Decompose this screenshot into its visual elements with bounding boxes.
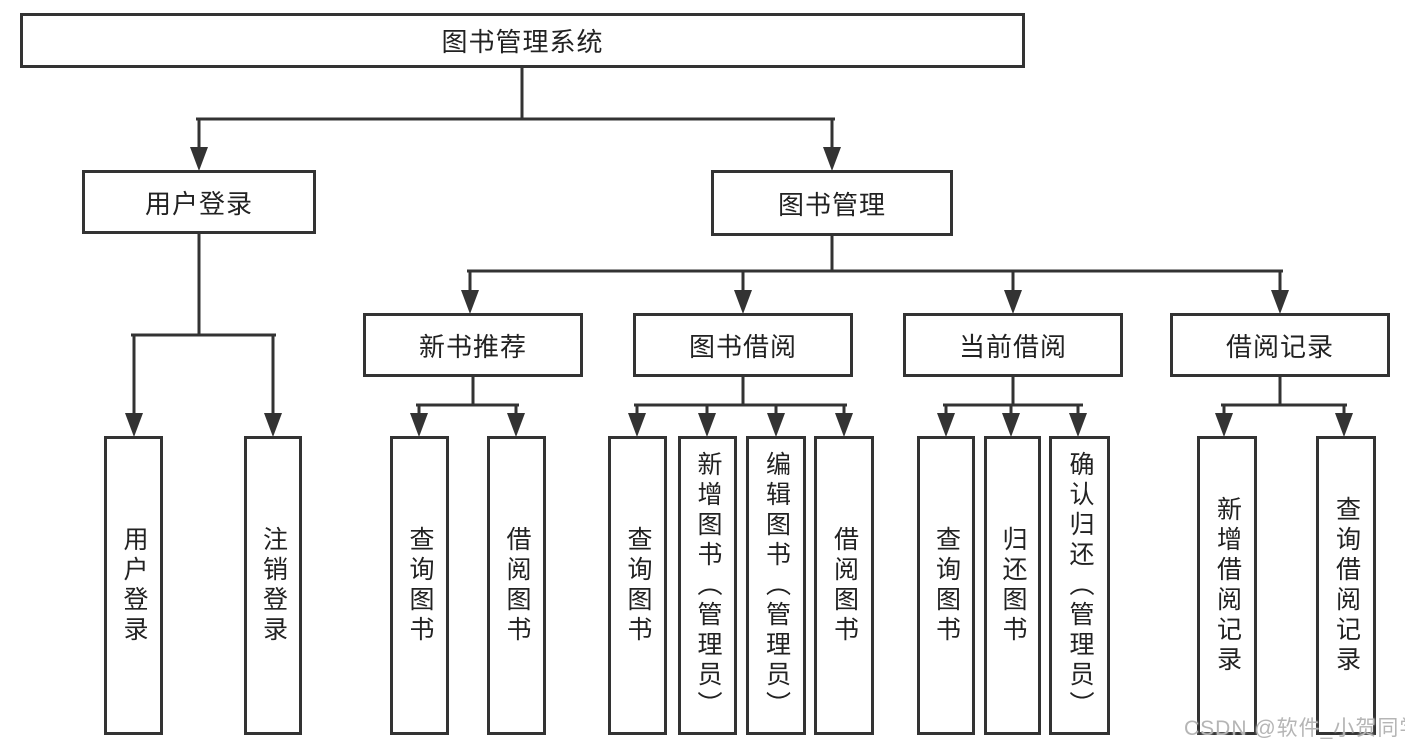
leaf-borrow-borrow-books: 借阅图书 xyxy=(814,436,874,735)
leaf-query-borrow-record: 查询借阅记录 xyxy=(1316,436,1376,735)
leaf-confirm-return-admin: 确认归还（管理员） xyxy=(1049,436,1110,735)
node-book-borrowing: 图书借阅 xyxy=(633,313,853,377)
leaf-current-query-books: 查询图书 xyxy=(917,436,975,735)
node-borrowing-records: 借阅记录 xyxy=(1170,313,1390,377)
leaf-recommend-query-books: 查询图书 xyxy=(390,436,449,735)
leaf-user-login: 用户登录 xyxy=(104,436,163,735)
leaf-add-books-admin: 新增图书（管理员） xyxy=(678,436,737,735)
node-new-book-recommendation: 新书推荐 xyxy=(363,313,583,377)
leaf-edit-books-admin: 编辑图书（管理员） xyxy=(746,436,806,735)
node-book-management: 图书管理 xyxy=(711,170,953,236)
node-user-login: 用户登录 xyxy=(82,170,316,234)
node-current-borrowing: 当前借阅 xyxy=(903,313,1123,377)
leaf-logout: 注销登录 xyxy=(244,436,302,735)
leaf-borrow-query-books: 查询图书 xyxy=(608,436,667,735)
leaf-return-books: 归还图书 xyxy=(984,436,1041,735)
watermark: CSDN @软件_小贺同学 xyxy=(1184,717,1405,740)
leaf-add-borrow-record: 新增借阅记录 xyxy=(1197,436,1257,735)
node-book-management-system: 图书管理系统 xyxy=(20,13,1025,68)
leaf-recommend-borrow-books: 借阅图书 xyxy=(487,436,546,735)
